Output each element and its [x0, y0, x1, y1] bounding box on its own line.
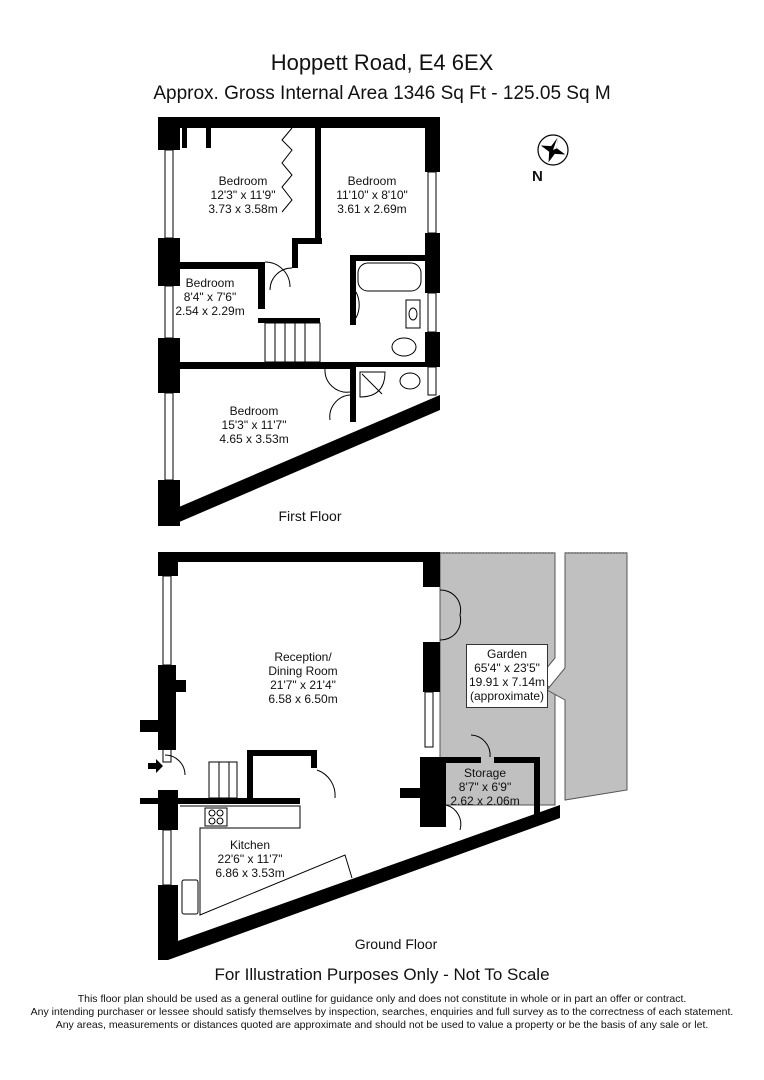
room-metric: 6.58 x 6.50m	[268, 692, 338, 706]
room-imperial: 15'3" x 11'7"	[221, 418, 287, 432]
first-floor-plan	[158, 117, 440, 526]
room-metric: 3.61 x 2.69m	[337, 202, 407, 216]
room-metric: 2.62 x 2.06m	[450, 794, 520, 808]
room-name: Storage	[463, 766, 507, 780]
room-imperial: 12'3" x 11'9"	[210, 188, 276, 202]
room-label-bedroom-1: Bedroom 12'3" x 11'9" 3.73 x 3.58m	[208, 174, 277, 216]
room-imperial: 22'6" x 11'7"	[217, 852, 283, 866]
room-name: Reception/	[274, 650, 332, 664]
room-name-line2: Dining Room	[268, 664, 338, 678]
room-imperial: 65'4" x 23'5"	[474, 661, 540, 675]
entrance-arrow-icon	[148, 759, 163, 773]
room-imperial: 21'7" x 21'4"	[270, 678, 336, 692]
gross-area: Approx. Gross Internal Area 1346 Sq Ft -…	[153, 83, 611, 104]
room-name: Kitchen	[229, 838, 271, 852]
ground-floor-label: Ground Floor	[354, 936, 438, 952]
room-metric: 6.86 x 3.53m	[215, 866, 285, 880]
compass-north-label: N	[532, 168, 543, 185]
room-imperial: 11'10" x 8'10"	[336, 188, 408, 202]
disclaimer-line: This floor plan should be used as a gene…	[77, 993, 687, 1005]
room-name: Garden	[486, 647, 528, 661]
room-note: (approximate)	[469, 689, 545, 703]
illustration-notice: For Illustration Purposes Only - Not To …	[214, 965, 550, 984]
first-floor-label: First Floor	[278, 508, 342, 524]
room-label-reception: Reception/ Dining Room 21'7" x 21'4" 6.5…	[268, 650, 337, 706]
room-name: Bedroom	[229, 404, 279, 418]
room-metric: 2.54 x 2.29m	[175, 304, 245, 318]
disclaimer-line: Any areas, measurements or distances quo…	[55, 1019, 709, 1031]
room-imperial: 8'7" x 6'9"	[458, 780, 512, 794]
disclaimer-line: Any intending purchaser or lessee should…	[30, 1006, 734, 1018]
room-label-bedroom-2: Bedroom 11'10" x 8'10" 3.61 x 2.69m	[336, 174, 408, 216]
compass-icon	[537, 134, 569, 166]
room-label-bedroom-3: Bedroom 8'4" x 7'6" 2.54 x 2.29m	[175, 276, 244, 318]
disclaimer: This floor plan should be used as a gene…	[0, 993, 764, 1032]
ground-floor-plan	[140, 552, 560, 960]
room-imperial: 8'4" x 7'6"	[183, 290, 237, 304]
room-label-garden: Garden 65'4" x 23'5" 19.91 x 7.14m (appr…	[466, 644, 548, 708]
room-metric: 19.91 x 7.14m	[468, 675, 546, 689]
room-label-kitchen: Kitchen 22'6" x 11'7" 6.86 x 3.53m	[215, 838, 284, 880]
room-metric: 3.73 x 3.58m	[208, 202, 278, 216]
room-label-bedroom-4: Bedroom 15'3" x 11'7" 4.65 x 3.53m	[219, 404, 288, 446]
room-name: Bedroom	[347, 174, 397, 188]
page-title: Hoppett Road, E4 6EX	[270, 50, 494, 75]
room-label-storage: Storage 8'7" x 6'9" 2.62 x 2.06m	[450, 766, 519, 808]
room-metric: 4.65 x 3.53m	[219, 432, 289, 446]
room-name: Bedroom	[185, 276, 235, 290]
room-name: Bedroom	[218, 174, 268, 188]
